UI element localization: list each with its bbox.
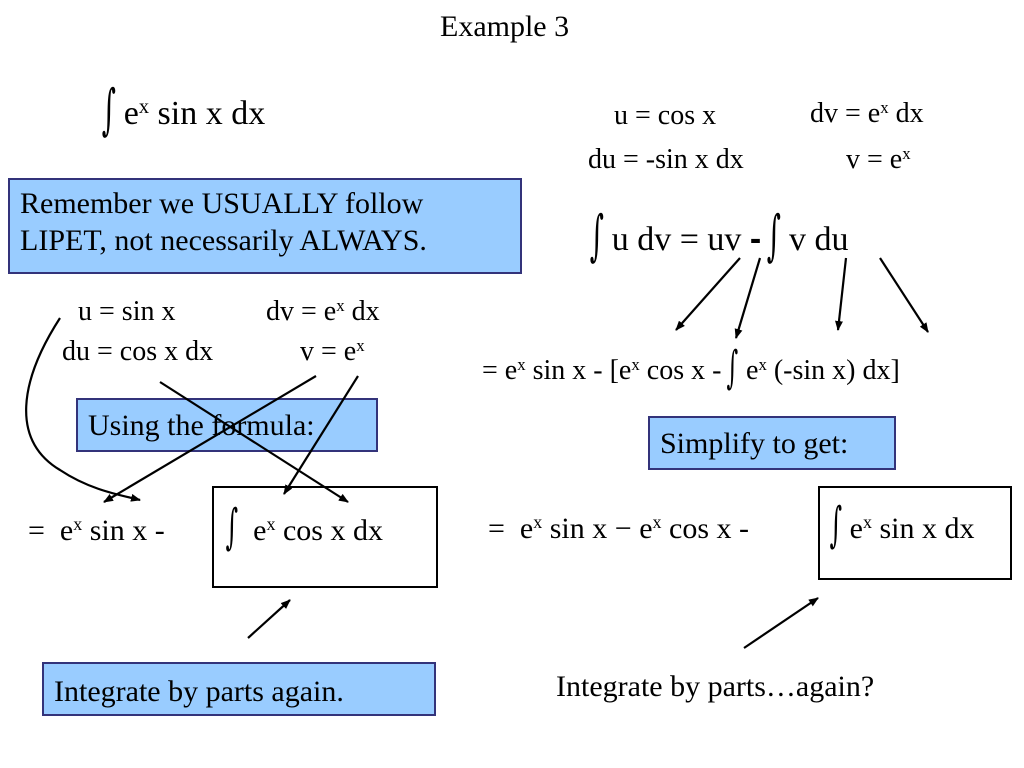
arrow-right-box-pointer (743, 597, 819, 649)
lipet-callout: Remember we USUALLY follow LIPET, not ne… (8, 178, 522, 274)
right-result: = ex sin x − ex cos x - (488, 512, 749, 545)
left-dv: dv = ex dx (266, 295, 380, 327)
arrow-du-cross (159, 381, 349, 503)
formula-du: du (814, 221, 849, 258)
formula-v: v (788, 221, 806, 258)
right-expansion: = ex sin x - [ex cos x -∫ex (-sin x) dx] (482, 340, 900, 394)
arrow-u-expansion (675, 257, 741, 331)
integral-sign-icon: ∫ (726, 340, 739, 394)
lipet-line-2: LIPET, not necessarily ALWAYS. (20, 223, 427, 257)
right-boxed-integral (818, 486, 1012, 580)
arrow-v-to-box (283, 375, 359, 495)
right-v: v = ex (846, 143, 911, 175)
formula-minus: - (749, 220, 762, 258)
simplify-callout: Simplify to get: (648, 416, 896, 470)
lipet-line-1: Remember we USUALLY follow (20, 187, 424, 220)
left-du: du = cos x dx (62, 336, 214, 367)
integrate-again-callout: Integrate by parts again. (42, 662, 436, 716)
integral-sign-icon: ∫ (767, 204, 782, 269)
problem-integral: ∫ex sin x dx (101, 78, 266, 143)
integrate-again-note: Integrate by parts…again? (556, 670, 875, 703)
left-boxed-term: ∫ ex cos x dx (225, 500, 383, 557)
right-du: du = -sin x dx (588, 144, 744, 175)
integral-sign-icon: ∫ (829, 498, 843, 555)
formula-uv: uv (707, 221, 742, 258)
right-u: u = cos x (614, 100, 717, 131)
left-result: = ex sin x - (28, 514, 165, 547)
left-v: v = ex (300, 335, 365, 367)
integral-sign-icon: ∫ (225, 500, 239, 557)
arrow-box-pointer (247, 599, 291, 639)
right-boxed-term: ∫ex sin x dx (829, 498, 975, 555)
right-dv: dv = ex dx (810, 97, 924, 129)
arrow-u-curve (25, 317, 141, 502)
integral-sign-icon: ∫ (101, 78, 116, 143)
arrow-v-cross (103, 375, 317, 503)
slide-title: Example 3 (440, 10, 570, 43)
integral-sign-icon: ∫ (589, 204, 604, 269)
parts-formula: ∫u dv = uv -∫v du (589, 204, 849, 269)
arrow-du-integral (879, 257, 929, 333)
arrow-v-integral (835, 257, 848, 331)
arrow-v-expansion (734, 257, 762, 339)
left-u: u = sin x (78, 296, 176, 327)
